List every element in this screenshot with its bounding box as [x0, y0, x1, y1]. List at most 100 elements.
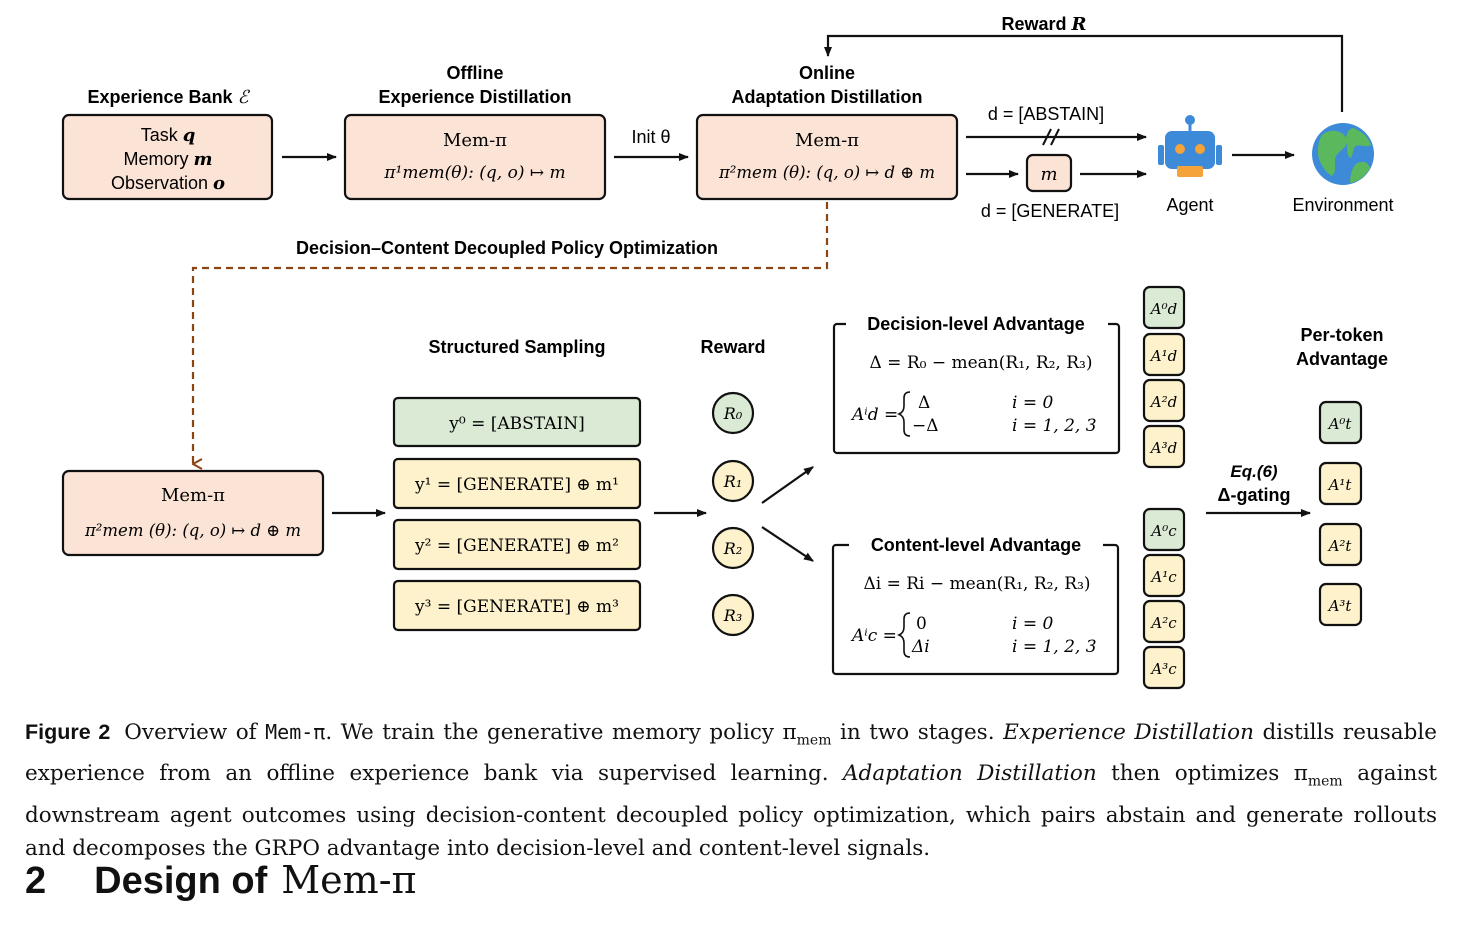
- per-token-1: [1318, 461, 1363, 506]
- content-token-2-label: A²c: [1149, 614, 1177, 632]
- gating-label: Δ-gating: [1218, 485, 1291, 505]
- content-title: Content-level Advantage: [871, 535, 1081, 555]
- offline-title-1: Offline: [447, 63, 504, 83]
- sample-row-3-label: y³ = [GENERATE] ⊕ m³: [414, 597, 619, 617]
- online-box-title: Mem-π: [795, 130, 859, 151]
- content-token-0-label: A⁰c: [1149, 522, 1177, 540]
- bank-task-label: Task: [141, 125, 179, 145]
- decision-case1-value: Δ: [918, 393, 930, 413]
- decision-token-3-label: A³d: [1149, 439, 1177, 457]
- decision-token-1-label: A¹d: [1149, 347, 1177, 365]
- abstain-branch: d = [ABSTAIN]: [966, 104, 1147, 146]
- decision-lhs: Aⁱd =: [850, 405, 898, 425]
- decision-brace: [896, 391, 911, 437]
- dcdpo-connector: Decision–Content Decoupled Policy Optimi…: [191, 202, 829, 464]
- arrow-to-content: [761, 526, 814, 562]
- reward-top-symbol: R: [1071, 14, 1087, 35]
- decision-token-2: [1142, 378, 1186, 423]
- overview-diagram: Reward R Experience Bank ℰ Task q Memory…: [61, 14, 1394, 690]
- caption-text-3: in two stages.: [831, 720, 995, 745]
- policy-box: Mem-π π²mem (θ): (q, o) ↦ d ⊕ m: [61, 469, 325, 557]
- per-token-title-2: Advantage: [1296, 349, 1388, 369]
- content-case1-cond: i = 0: [1012, 614, 1053, 634]
- decision-token-0-label: A⁰d: [1149, 300, 1177, 318]
- svg-text:Memory m: Memory m: [123, 149, 212, 170]
- section-heading: 2 Design of Mem-π: [25, 858, 417, 903]
- sample-row-2-label: y² = [GENERATE] ⊕ m²: [414, 536, 619, 556]
- memory-token-box: [1025, 153, 1073, 193]
- per-token-2-label: A²t: [1327, 537, 1353, 555]
- caption-text-1: Overview of: [124, 720, 257, 745]
- init-theta-label: Init θ: [631, 127, 670, 147]
- decision-token-3: [1142, 424, 1186, 469]
- decision-case2-value: −Δ: [912, 416, 939, 436]
- caption-text-2: . We train the generative memory policy …: [325, 720, 797, 745]
- decision-tokens: A⁰d A¹d A²d A³d: [1142, 285, 1186, 469]
- sampling-title: Structured Sampling: [428, 337, 605, 357]
- caption-text-5: then optimizes π: [1111, 761, 1308, 787]
- structured-sampling: Structured Sampling y⁰ = [ABSTAIN] y¹ = …: [392, 337, 642, 632]
- section-name: Mem-π: [281, 858, 417, 902]
- memory-token-label: m: [1040, 164, 1057, 185]
- environment-label: Environment: [1292, 195, 1393, 215]
- content-case2-cond: i = 1, 2, 3: [1012, 637, 1097, 657]
- offline-title-2: Experience Distillation: [378, 87, 571, 107]
- caption-exp-distill: Experience Distillation: [1003, 720, 1254, 745]
- bank-observation-label: Observation: [111, 173, 208, 193]
- sample-row-0: [392, 396, 642, 448]
- online-title-2: Adaptation Distillation: [732, 87, 923, 107]
- gating: Eq.(6) Δ-gating: [1206, 462, 1311, 517]
- svg-text:Task q: Task q: [141, 125, 196, 146]
- caption-mem-sub-1: mem: [796, 732, 832, 749]
- content-advantage-box: Content-level Advantage Δi = Ri − mean(R…: [831, 533, 1120, 676]
- experience-bank-symbol: ℰ: [238, 87, 251, 108]
- section-title: Design of: [94, 860, 268, 902]
- reward-circle-3: [711, 593, 755, 637]
- per-token-0-label: A⁰t: [1327, 415, 1353, 433]
- section-number: 2: [25, 860, 47, 902]
- content-case2-value: Δi: [911, 637, 930, 657]
- content-lhs: Aⁱc =: [850, 626, 897, 646]
- decision-token-1: [1142, 332, 1186, 377]
- sample-row-2: [392, 518, 642, 571]
- svg-text:Observation o: Observation o: [111, 173, 225, 194]
- svg-text:Experience Bank ℰ: Experience Bank ℰ: [88, 87, 251, 108]
- sample-row-3: [392, 579, 642, 632]
- policy-box-formula: π²mem (θ): (q, o) ↦ d ⊕ m: [84, 521, 301, 540]
- offline-box-title: Mem-π: [443, 130, 507, 151]
- content-token-1: [1142, 553, 1186, 598]
- dcdpo-label: Decision–Content Decoupled Policy Optimi…: [296, 238, 718, 258]
- content-token-2: [1142, 599, 1186, 644]
- bank-memory-symbol: m: [193, 149, 212, 170]
- per-token-0: [1318, 400, 1363, 445]
- offline-box-formula: π¹mem(θ): (q, o) ↦ m: [383, 163, 565, 183]
- decision-case1-cond: i = 0: [1012, 393, 1053, 413]
- gating-eq: Eq.(6): [1230, 462, 1278, 481]
- online-title-1: Online: [799, 63, 855, 83]
- robot-icon: [1158, 115, 1222, 177]
- bank-observation-symbol: o: [213, 173, 225, 194]
- caption-adapt-distill: Adaptation Distillation: [843, 761, 1097, 787]
- per-token-advantage: Per-token Advantage A⁰t A¹t A²t A³t: [1296, 325, 1388, 627]
- bank-memory-label: Memory: [123, 149, 188, 169]
- reward-circle-1-label: R₁: [723, 472, 742, 491]
- sample-row-1: [392, 457, 642, 510]
- online-distillation: Online Adaptation Distillation Mem-π π²m…: [695, 63, 959, 201]
- content-tokens: A⁰c A¹c A²c A³c: [1142, 507, 1186, 690]
- sample-row-1-label: y¹ = [GENERATE] ⊕ m¹: [414, 475, 619, 495]
- reward-column-title: Reward: [700, 337, 765, 357]
- decision-token-0: [1142, 285, 1186, 330]
- per-token-title-1: Per-token: [1300, 325, 1383, 345]
- decision-advantage-box: Decision-level Advantage Δ = R₀ − mean(R…: [832, 312, 1121, 455]
- content-token-3: [1142, 645, 1186, 690]
- caption-text-4: distills reusable experience from an off…: [25, 720, 1437, 787]
- decision-equation: Δ = R₀ − mean(R₁, R₂, R₃): [870, 353, 1093, 373]
- content-token-0: [1142, 507, 1186, 552]
- caption-text-6: against downstream agent outcomes using …: [25, 761, 1437, 861]
- reward-column: Reward R₀ R₁ R₂ R₃: [700, 337, 766, 637]
- figure-label: Figure 2: [25, 720, 111, 744]
- decision-title: Decision-level Advantage: [867, 314, 1084, 334]
- reward-circle-2-label: R₂: [723, 539, 742, 558]
- abstain-branch-label: d = [ABSTAIN]: [988, 104, 1104, 124]
